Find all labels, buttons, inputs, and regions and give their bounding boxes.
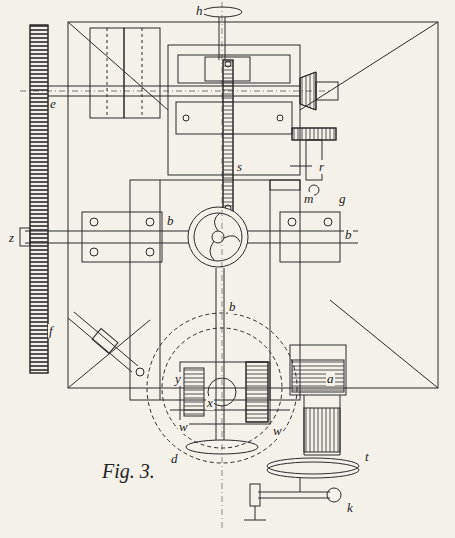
callout-letter: s (236, 160, 243, 174)
callout-letter: d (170, 452, 179, 466)
callout-letter: x (206, 396, 214, 410)
callout-letter: t (364, 450, 370, 464)
callout-letter: y (174, 372, 182, 386)
callout-letter: b (166, 214, 175, 228)
callout-letter: f (48, 324, 54, 338)
callout-letter: h (195, 4, 204, 18)
callout-letter: r (318, 160, 325, 174)
callout-letter: w (178, 420, 189, 434)
callout-letter: a (326, 372, 335, 386)
callout-letter: e (49, 97, 57, 111)
callout-letter: w (272, 424, 283, 438)
callout-letter: b (344, 228, 353, 242)
callout-letter: k (346, 501, 354, 515)
figure-caption: Fig. 3. (102, 460, 155, 482)
callout-letter: g (338, 192, 347, 206)
callout-letter: m (303, 192, 314, 206)
callout-letter: z (8, 231, 15, 245)
callout-letter: b (228, 300, 237, 314)
